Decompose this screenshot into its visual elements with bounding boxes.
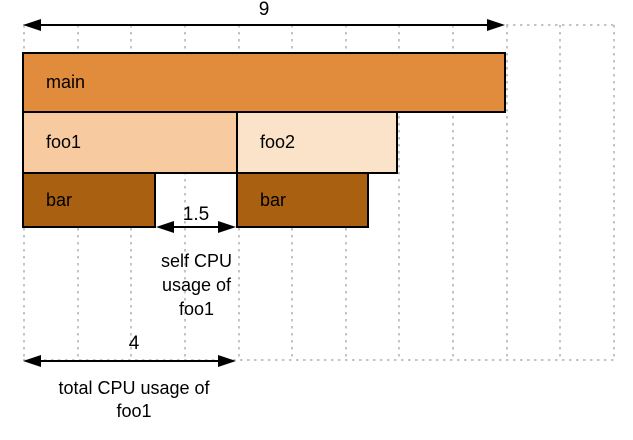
- grid-line-horizontal: [23, 359, 616, 361]
- arrowhead-right-icon: [218, 355, 236, 367]
- grid-line-vertical: [559, 25, 562, 360]
- frame-main: main: [22, 52, 506, 113]
- arrowhead-left-icon: [156, 221, 174, 233]
- arrowhead-left-icon: [23, 19, 41, 31]
- arrowhead-left-icon: [23, 355, 41, 367]
- frame-foo2: foo2: [236, 111, 398, 174]
- self-cpu-caption-line3: foo1: [178, 299, 215, 319]
- frame-bar-left-label: bar: [46, 189, 73, 210]
- self-cpu-caption-line1: self CPU: [160, 251, 232, 271]
- total-cpu-value-label: 4: [128, 333, 140, 354]
- frame-foo1-label: foo1: [46, 132, 82, 152]
- grid-line-vertical: [505, 25, 508, 360]
- frame-foo2-label: foo2: [260, 132, 296, 152]
- self-cpu-value-label: 1.5: [182, 204, 210, 225]
- frame-foo1: foo1: [22, 111, 238, 174]
- self-cpu-caption-line2: usage of: [161, 275, 232, 295]
- total-width-arrow: [41, 24, 487, 26]
- self-cpu-caption: self CPU usage of foo1: [136, 249, 257, 321]
- frame-main-label: main: [46, 72, 86, 92]
- frame-bar-right-label: bar: [260, 189, 287, 210]
- total-cpu-caption-line2: foo1: [116, 401, 152, 421]
- total-cpu-caption-line1: total CPU usage of: [58, 378, 210, 398]
- grid-line-vertical: [398, 25, 401, 360]
- frame-bar-right: bar: [236, 172, 369, 228]
- total-cpu-arrow: [41, 360, 218, 362]
- grid-line-vertical: [452, 25, 455, 360]
- grid-line-vertical: [183, 25, 186, 360]
- arrowhead-right-icon: [218, 221, 236, 233]
- total-width-label: 9: [258, 0, 270, 20]
- frame-bar-left: bar: [22, 172, 156, 228]
- self-cpu-arrow: [174, 226, 218, 228]
- arrowhead-right-icon: [487, 19, 505, 31]
- total-cpu-caption: total CPU usage of foo1: [29, 377, 239, 423]
- grid-line-vertical: [613, 25, 616, 360]
